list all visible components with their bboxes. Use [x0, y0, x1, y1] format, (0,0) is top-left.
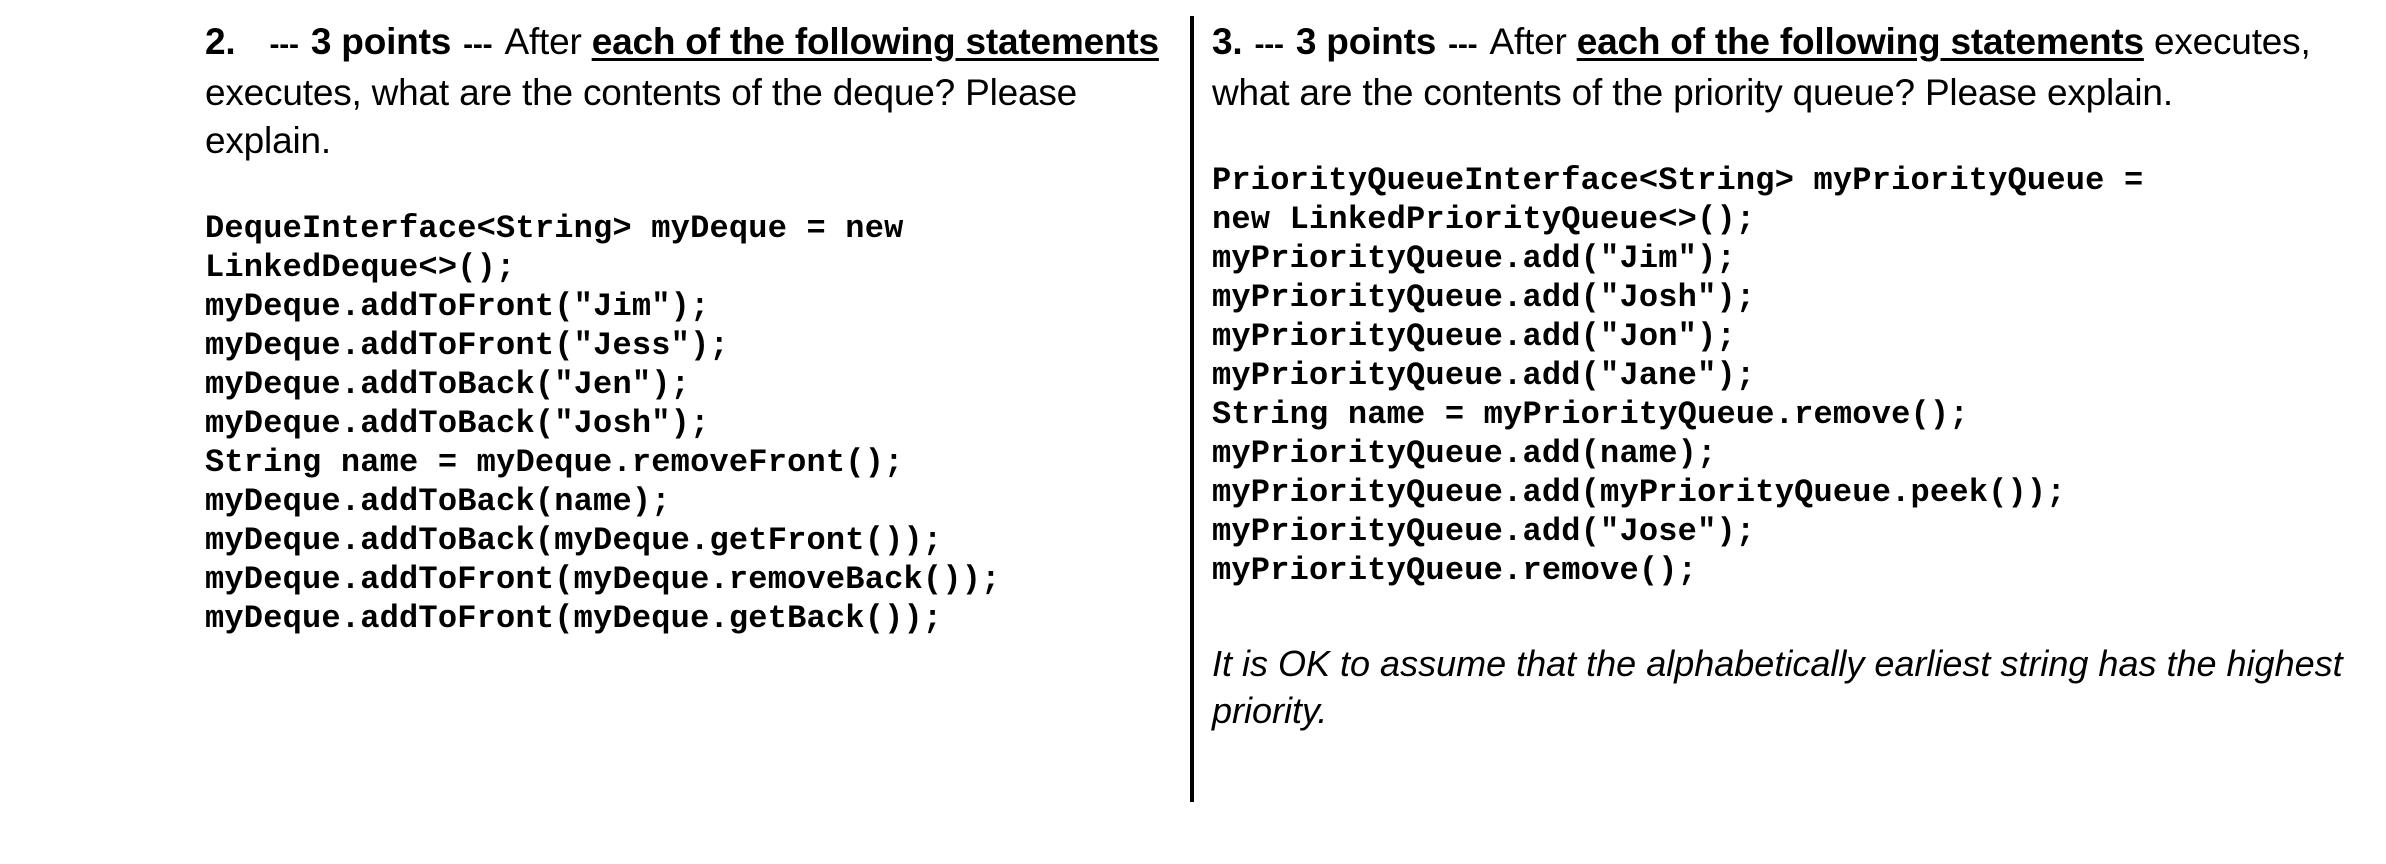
question-2-prompt-tail: executes, what are the contents of the d…: [205, 72, 1078, 161]
question-3-dashes-left: ---: [1254, 28, 1284, 61]
code-line: myDeque.addToBack("Josh");: [205, 405, 710, 442]
code-line: myPriorityQueue.remove();: [1212, 552, 1698, 589]
question-3-dashes-right: ---: [1448, 28, 1478, 61]
code-line: myPriorityQueue.add("Jon");: [1212, 318, 1736, 355]
question-2-prompt: 2. --- 3 points --- After each of the follow…: [205, 18, 1162, 165]
code-line: myDeque.addToBack("Jen");: [205, 366, 691, 403]
code-line: myDeque.addToFront("Jess");: [205, 327, 729, 364]
question-3-number: 3.: [1212, 21, 1243, 62]
code-line: myDeque.addToFront(myDeque.removeBack())…: [205, 561, 1001, 598]
question-3-code-block: PriorityQueueInterface<String> myPriorit…: [1212, 161, 2346, 590]
code-line: myPriorityQueue.add("Josh");: [1212, 279, 1756, 316]
code-line: new LinkedPriorityQueue<>();: [1212, 201, 1756, 238]
question-3-prompt-lead: After: [1489, 21, 1577, 62]
code-line: myDeque.addToBack(myDeque.getFront());: [205, 522, 943, 559]
question-2-prompt-emphasis: each of the following statements: [591, 21, 1159, 62]
code-line: String name = myDeque.removeFront();: [205, 444, 904, 481]
question-2-prompt-lead: After: [504, 21, 592, 62]
code-line: myPriorityQueue.add("Jim");: [1212, 240, 1736, 277]
code-line: myDeque.addToBack(name);: [205, 483, 671, 520]
code-line: String name = myPriorityQueue.remove();: [1212, 396, 1969, 433]
question-3-assumption-note: It is OK to assume that the alphabetical…: [1212, 643, 2343, 731]
code-line: PriorityQueueInterface<String> myPriorit…: [1212, 162, 2144, 199]
code-line: DequeInterface<String> myDeque = new: [205, 210, 904, 247]
question-2-points: 3 points: [310, 21, 452, 62]
code-line: myPriorityQueue.add("Jane");: [1212, 357, 1756, 394]
question-3-prompt-tail: executes, what are the contents of the p…: [1212, 21, 2311, 113]
code-line: myDeque.addToFront("Jim");: [205, 288, 710, 325]
code-line: LinkedDeque<>();: [205, 249, 516, 286]
code-line: myPriorityQueue.add(myPriorityQueue.peek…: [1212, 474, 2066, 511]
question-block-2: 2. --- 3 points --- After each of the follow…: [0, 0, 1190, 638]
question-2-dashes-left: ---: [269, 28, 299, 61]
question-2-number: 2.: [205, 21, 236, 62]
question-3-prompt: 3. --- 3 points --- After each of the follow…: [1212, 18, 2346, 117]
question-3-prompt-emphasis: each of the following statements: [1576, 21, 2144, 62]
code-line: myPriorityQueue.add(name);: [1212, 435, 1717, 472]
code-line: myPriorityQueue.add("Jose");: [1212, 513, 1756, 550]
question-2-dashes-right: ---: [463, 28, 493, 61]
column-divider: [1190, 16, 1194, 802]
question-block-3: 3. --- 3 points --- After each of the follow…: [1190, 0, 2386, 734]
code-line: myDeque.addToFront(myDeque.getBack());: [205, 600, 943, 637]
question-3-points: 3 points: [1295, 21, 1437, 62]
